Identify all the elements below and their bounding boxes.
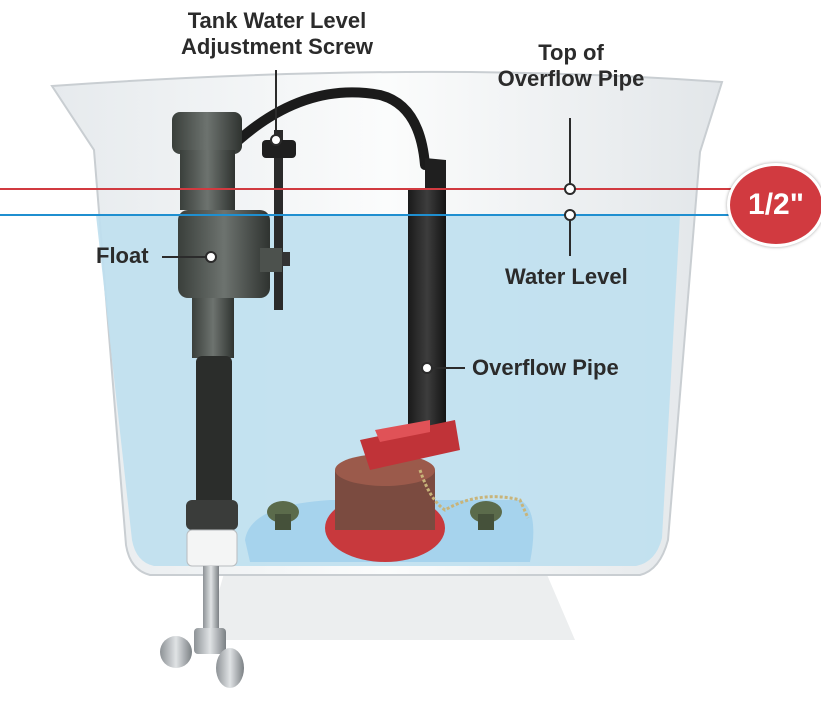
water-body <box>96 215 680 566</box>
shutoff-valve-knob <box>160 636 192 668</box>
overflow-pipe-label: Overflow Pipe <box>472 355 619 380</box>
tank-pedestal <box>205 570 575 640</box>
flapper <box>360 420 460 470</box>
water-level-label: Water Level <box>505 264 628 289</box>
adjustment-screw-label-line2: Adjustment Screw <box>181 34 373 59</box>
fill-valve-cap <box>172 112 242 154</box>
overflow-pipe <box>408 188 446 450</box>
overflow-top-label: Top of Overflow Pipe <box>478 40 664 92</box>
half-inch-badge: 1/2" <box>727 163 821 247</box>
fill-valve-lower <box>196 356 232 506</box>
fill-valve-nut <box>186 529 238 567</box>
overflow-pipe-top <box>408 158 446 188</box>
refill-tube <box>223 87 430 170</box>
overflow-top-label-line1: Top of <box>538 40 604 65</box>
adjustment-screw-label-line1: Tank Water Level <box>187 8 367 33</box>
adjustment-screw-label: Tank Water Level Adjustment Screw <box>170 8 384 60</box>
adjustment-screw-rod <box>274 130 283 310</box>
adjustment-clip <box>262 140 296 158</box>
float-body <box>178 210 270 298</box>
fill-valve-shaft <box>192 298 234 358</box>
supply-line <box>203 566 219 632</box>
flapper-chain <box>418 469 530 519</box>
float-label: Float <box>96 243 149 268</box>
overflow-top-label-line2: Overflow Pipe <box>497 66 645 91</box>
